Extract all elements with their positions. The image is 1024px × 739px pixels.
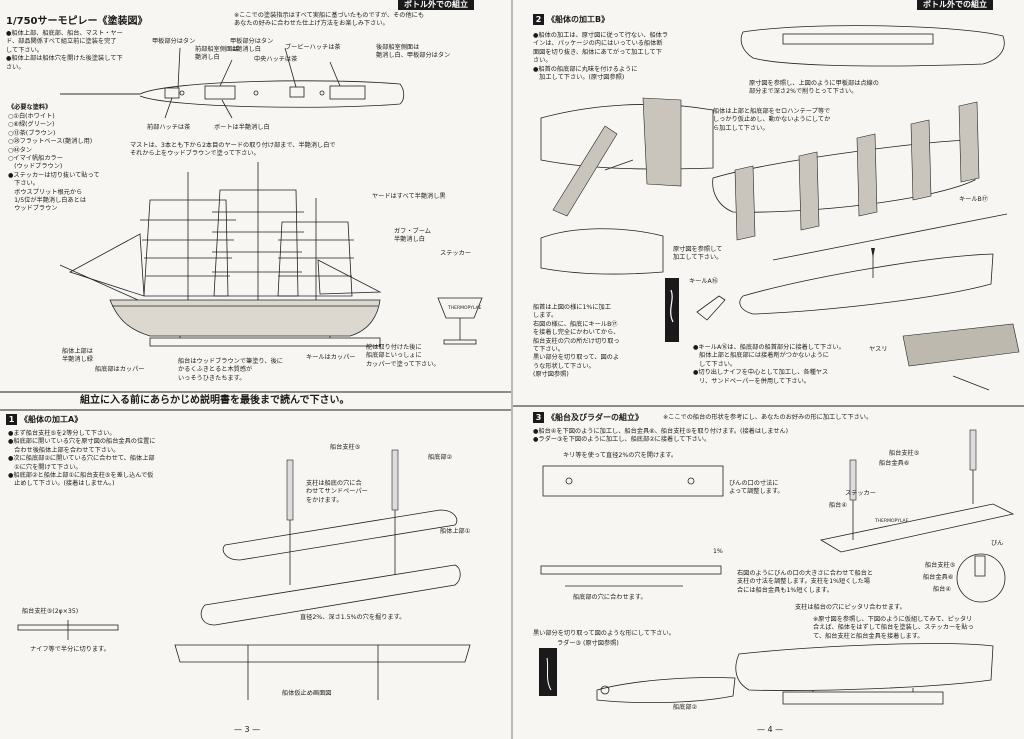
s3-stand-post: 船台支柱⑤ bbox=[889, 450, 920, 457]
label-booby-hatch: ブービーハッチは茶 bbox=[285, 44, 341, 51]
s1-hull-bottom: 船底部② bbox=[428, 454, 453, 461]
s1-temp-drawing: 船体仮止め画面図 bbox=[282, 690, 332, 697]
hull-top-label: 船体上部は 半艶消し緑 bbox=[62, 348, 93, 364]
sticker-label: ステッカー bbox=[440, 250, 471, 257]
s3-bottle: びん bbox=[991, 540, 1004, 547]
sticker-text: THERMOPYLAE bbox=[448, 306, 482, 311]
s3-cut-note: 黒い部分を切り取って図のような形にして下さい。 bbox=[533, 630, 675, 637]
yards-note: ヤードはすべて半艶消し黒 bbox=[372, 193, 446, 200]
s3-drill: キリ等を使って直径2%の穴を開けます。 bbox=[563, 452, 678, 459]
assembly-diagram bbox=[513, 25, 1024, 705]
s2-keel-a: キールA⑯ bbox=[689, 278, 718, 285]
paints-title: 《必要な塗料》 bbox=[8, 104, 52, 111]
s3-stand-fitting: 船台金具⑥ bbox=[879, 460, 910, 467]
hull-bottom-label: 船底部はカッパー bbox=[95, 366, 145, 373]
label-fore-house: 前部船室側面は 艶消し白 bbox=[195, 46, 239, 62]
s3-stand: 船台④ bbox=[829, 502, 847, 509]
section3-intro: ※ここでの船台の形状を参考にし、あなたのお好みの形に加工して下さい。 bbox=[663, 414, 873, 421]
s1-hull-top: 船体上部① bbox=[440, 528, 471, 535]
mast-note: マストは、3本とも下から2本目のヤードの取り付け部まで、半艶消し白で それから上… bbox=[130, 142, 336, 158]
corner-tab: ボトル外での組立 bbox=[398, 0, 474, 10]
section3-number: 3 bbox=[533, 412, 544, 423]
s2-ref-note: 原寸図を参照し、上図のように甲板部は点線の 部分まで深さ2%で削りとって下さい。 bbox=[749, 80, 879, 96]
banner: 組立に入る前にあらかじめ説明書を最後まで読んで下さい。 bbox=[80, 395, 350, 406]
s2-keel-note: ●キールA⑯は、船底部の船首部分に接着して下さい。 船体上部と船底部には接着剤が… bbox=[693, 344, 845, 385]
intro-text: ●船体上部、船底部、船台、マスト・ヤー ド、部品関係すべて組立前に塗装を完了 し… bbox=[6, 30, 123, 71]
label-central-hatch: 中央ハッチは茶 bbox=[254, 56, 298, 63]
stand-note: 船台はウッドブラウンで筆塗り、後に かるくふきとると木質感が いっそうひきたちま… bbox=[178, 358, 283, 382]
s1-stand-post: 船台支柱⑤ bbox=[330, 444, 361, 451]
note-top: ※ここでの塗装指示はすべて実船に基づいたものですが、その他にも あなたの好みに合… bbox=[234, 12, 425, 28]
s1-knife-note: ナイフ等で半分に切ります。 bbox=[30, 646, 110, 653]
s3-ref: (原寸図参照) bbox=[583, 640, 619, 647]
page-title: 1/750サーモピレー《塗装図》 bbox=[6, 16, 148, 27]
left-page: ボトル外での組立 1/750サーモピレー《塗装図》 ※ここでの塗装指示はすべて実… bbox=[0, 0, 511, 739]
s3-sticker-text: THERMOPYLAE bbox=[875, 519, 909, 524]
section2-body: ●船体の加工は、原寸図に従って行ない、船体ラ インは、パッケージの内にはいってい… bbox=[533, 32, 669, 82]
s2-tape-note: 船体は上部と船底部をセロハンテープ等で しっかり仮止めし、動かないようにしてか … bbox=[713, 108, 831, 132]
painting-diagram bbox=[0, 47, 511, 700]
s3-bottom2: 船底部② bbox=[673, 704, 698, 711]
section2-heading: 2《船体の加工B》 bbox=[533, 14, 609, 25]
section2-title: 《船体の加工B》 bbox=[547, 15, 610, 24]
section1-title: 《船体の加工A》 bbox=[20, 415, 83, 424]
s3-adjust: びんの口の寸法に よって調整します。 bbox=[729, 480, 784, 496]
s3-rudder: ラダー③ bbox=[557, 640, 582, 647]
label-aft-house: 後部船室側面は 艶消し白、甲板部分はタン bbox=[376, 44, 451, 60]
gaff-note: ガフ・ブーム 半艶消し白 bbox=[394, 228, 431, 244]
right-page: ボトル外での組立 2《船体の加工B》 ●船体の加工は、原寸図に従って行ない、船体… bbox=[513, 0, 1024, 739]
corner-tab: ボトル外での組立 bbox=[917, 0, 993, 10]
s2-ref-note2: 原寸図を参照して 加工して下さい。 bbox=[673, 246, 723, 262]
section2-number: 2 bbox=[533, 14, 544, 25]
s3-post5: 船台支柱⑤ bbox=[925, 562, 956, 569]
section1-heading: 1《船体の加工A》 bbox=[6, 414, 82, 425]
page-number: — 3 — bbox=[234, 725, 261, 734]
s1-hole-note: 直径2%、深さ1.5%の穴を掘ります。 bbox=[300, 614, 406, 621]
section1-number: 1 bbox=[6, 414, 17, 425]
s3-one-pct: 1% bbox=[713, 548, 723, 555]
paints-list: ○①白(ホワイト) ○⑥緑(グリーン) ○⑬茶(ブラウン) ○㉘フラットベース(… bbox=[8, 113, 100, 213]
s2-file-label: ヤスリ bbox=[869, 346, 888, 353]
s2-keel-b: キールB⑰ bbox=[959, 196, 988, 203]
section1-body: ●まず船台支柱⑤を2等分して下さい。 ●船底部に開いている穴を原寸図の船台金具の… bbox=[8, 430, 156, 488]
s2-bow-note: 船首は上図の様に1%に加工 します。 右図の様に、船底にキールB⑰ を接着し完全… bbox=[533, 304, 620, 379]
section3-heading: 3《船台及びラダーの組立》 bbox=[533, 412, 643, 423]
label-fore-hatch: 前部ハッチは茶 bbox=[147, 124, 191, 131]
label-deck-part: 甲板部分はタン は艶消し白 bbox=[230, 38, 274, 54]
label-deck-tan: 甲板部分はタン bbox=[152, 38, 196, 45]
keel-label: キールはカッパー bbox=[306, 354, 356, 361]
page-number: — 4 — bbox=[757, 725, 784, 734]
section3-title: 《船台及びラダーの組立》 bbox=[547, 413, 643, 422]
s3-bottle-note: 右図のようにびんの口の大きさに合わせて船台と 支柱の寸法を調整します。支柱を1%… bbox=[737, 570, 874, 594]
s3-hole-align: 船底部の穴に合わせます。 bbox=[573, 594, 647, 601]
book-spine bbox=[511, 0, 513, 739]
s3-fitting6: 船台金具⑥ bbox=[923, 574, 954, 581]
s3-sticker: ステッカー bbox=[845, 490, 876, 497]
s3-fit-note: 支柱は船台の穴にピッタリ合わせます。 bbox=[795, 604, 906, 611]
label-boat: ボートは半艶消し白 bbox=[214, 124, 270, 131]
rudder-note: 舵は取り付けた後に 船底部といっしょに カッパーで塗って下さい。 bbox=[366, 344, 440, 368]
s3-stand4: 船台④ bbox=[933, 586, 951, 593]
s3-final-note: ※原寸図を参照し、下図のように仮組してみて、ピッタリ 合えば、船体をはずして船台… bbox=[813, 616, 974, 640]
section3-body: ●船台④を下図のように加工し、船台金具⑥、船台支柱⑤を取り付けます。(接着はしま… bbox=[533, 428, 788, 444]
s1-post-note: 支柱は船底の穴に合 わせてサンドペーパー をかけます。 bbox=[306, 480, 368, 504]
s1-post-spec: 船台支柱⑤(2φ×35) bbox=[22, 608, 79, 615]
